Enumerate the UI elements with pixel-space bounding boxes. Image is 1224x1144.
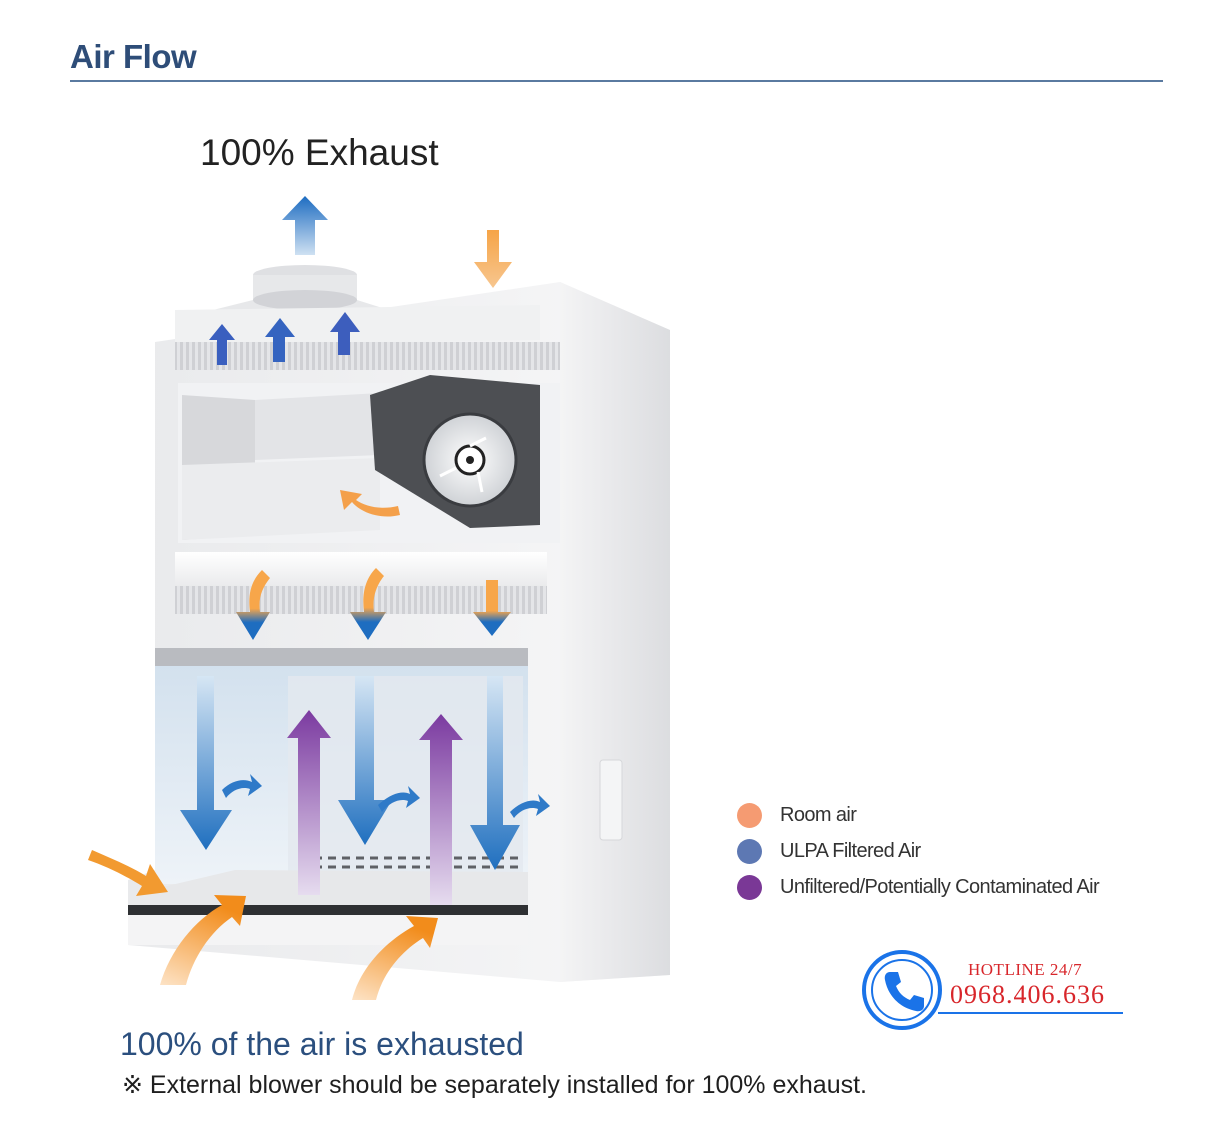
hotline-number[interactable]: 0968.406.636 [950,980,1105,1009]
room-air-arrow-top [474,230,512,288]
exhaust-label: 100% Exhaust [200,132,439,173]
title-divider [70,80,1163,82]
legend-item-ulpa: ULPA Filtered Air [737,833,1099,869]
room-air-arrow-front [352,916,438,1000]
downflow-arrow [180,676,232,850]
downflow-arrow [470,676,520,870]
room-air-arrow-side [88,850,168,896]
exhaust-arrow-small [330,312,360,355]
hotline-label: HOTLINE 24/7 [968,960,1083,979]
downflow-arrow [338,676,392,845]
filter-arrow-down [473,580,511,636]
legend-dot [737,802,762,828]
section-title: Air Flow [70,38,197,75]
legend-dot [737,874,762,900]
legend-dot [737,838,762,864]
footer-note: ※ External blower should be separately i… [122,1071,867,1099]
legend-item-contaminated: Unfiltered/Potentially Contaminated Air [737,869,1100,905]
legend-label: Unfiltered/Potentially Contaminated Air [780,875,1100,898]
legend: Room air ULPA Filtered Air Unfiltered/Po… [737,797,1100,905]
phone-icon [862,950,942,1030]
hotline-underline [938,1012,1123,1014]
exhaust-arrow-small [265,318,295,362]
footer-caption: 100% of the air is exhausted [120,1026,524,1062]
exhaust-arrow-up [282,196,328,255]
blower-return-arrow [340,490,400,517]
legend-label: ULPA Filtered Air [780,839,921,862]
contaminated-air-arrow [419,714,463,905]
filter-arrow-down [236,570,270,640]
contaminated-air-arrow [287,710,331,895]
side-swirl-arrow [378,786,420,812]
hotline-badge[interactable]: HOTLINE 24/7 0968.406.636 [860,948,1130,1030]
legend-label: Room air [780,803,857,826]
side-swirl-arrow [222,774,262,798]
biosafety-cabinet [128,282,670,982]
legend-item-room-air: Room air [737,797,1099,833]
room-air-arrow-front [160,895,246,985]
exhaust-arrow-small [209,324,235,365]
side-swirl-arrow [510,794,550,818]
filter-arrow-down [350,568,386,640]
airflow-arrows [88,196,550,1000]
